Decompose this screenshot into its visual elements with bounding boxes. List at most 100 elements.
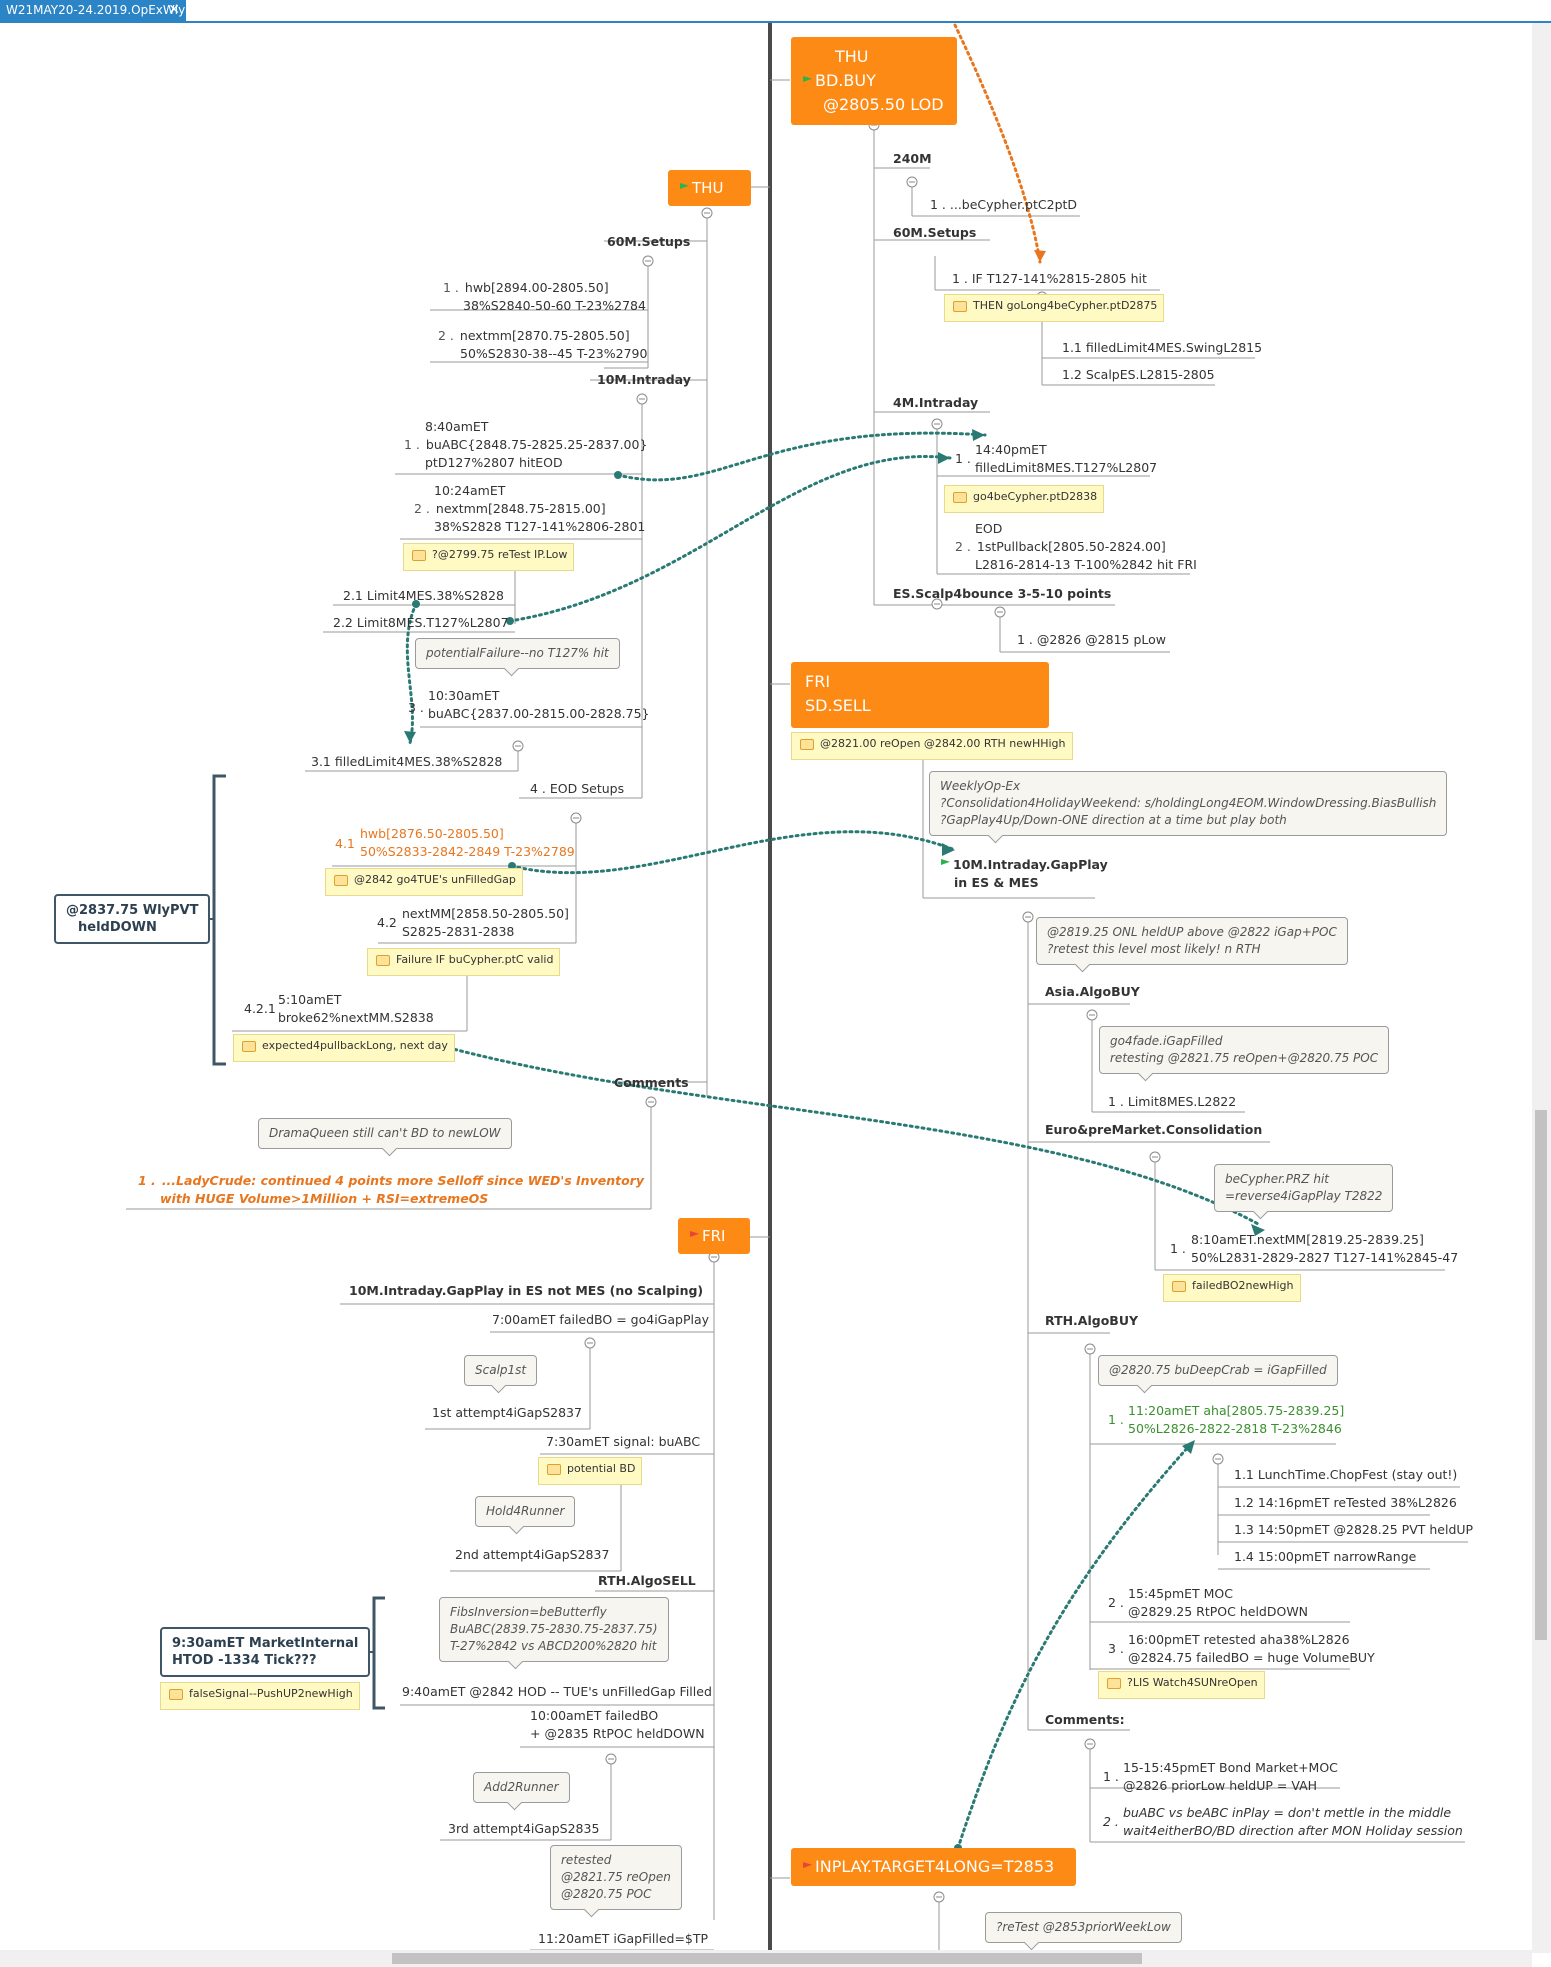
note-lis-watch[interactable]: ?LIS Watch4SUNreOpen bbox=[1098, 1671, 1265, 1699]
node-1-1-lunchtime[interactable]: 1.1 LunchTime.ChopFest (stay out!) bbox=[1234, 1467, 1458, 1482]
document-tab[interactable]: W21MAY20-24.2019.OpExWly ✕ bbox=[0, 0, 186, 21]
node-700am[interactable]: 7:00amET failedBO = go4iGapPlay bbox=[492, 1312, 710, 1327]
node-c2[interactable]: buABC vs beABC inPlay = don't mettle in … bbox=[1123, 1805, 1452, 1820]
node-b2-number: 2 . bbox=[1108, 1595, 1124, 1610]
callout-text: Scalp1st bbox=[475, 1363, 527, 1377]
node-4-2-1[interactable]: 5:10amET bbox=[278, 992, 342, 1007]
callout-dramaqueen[interactable]: DramaQueen still can't BD to newLOW bbox=[258, 1118, 512, 1157]
node-r1-number: 1 . bbox=[955, 451, 971, 466]
node-1000am[interactable]: 10:00amET failedBO bbox=[530, 1708, 659, 1723]
node-3-1[interactable]: 3.1 filledLimit4MES.38%S2828 bbox=[311, 754, 503, 769]
node-730am[interactable]: 7:30amET signal: buABC bbox=[546, 1434, 701, 1449]
node-2nd-attempt[interactable]: 2nd attempt4iGapS2837 bbox=[455, 1547, 610, 1562]
node-1120am-left[interactable]: 11:20amET iGapFilled=$TP bbox=[538, 1931, 709, 1946]
callout-retested[interactable]: retested@2821.75 reOpen@2820.75 POC bbox=[550, 1845, 682, 1918]
node-ladycrude[interactable]: 1 ....LadyCrude: continued 4 points more… bbox=[138, 1172, 644, 1189]
node-r1[interactable]: 14:40pmET bbox=[975, 442, 1047, 457]
vertical-scrollbar-thumb[interactable] bbox=[1535, 1110, 1547, 1640]
topic-fri-sdsell[interactable]: FRI SD.SELL bbox=[791, 662, 1049, 728]
callout-onl-heldup[interactable]: @2819.25 ONL heldUP above @2822 iGap+POC… bbox=[1036, 917, 1348, 973]
node-r2[interactable]: 2 .1stPullback[2805.50-2824.00] bbox=[955, 538, 1166, 555]
note-potential-bd[interactable]: potential BD bbox=[538, 1457, 643, 1485]
node-4m-intraday[interactable]: 4M.Intraday bbox=[893, 395, 979, 410]
node-hwb[interactable]: 1 .hwb[2894.00-2805.50] bbox=[443, 279, 609, 296]
node-i3-number: 3 . bbox=[408, 700, 424, 715]
topic-inplay-target[interactable]: INPLAY.TARGET4LONG=T2853 bbox=[791, 1848, 1076, 1886]
topic-label: THU bbox=[692, 179, 724, 197]
node-eod-setups[interactable]: 4 . EOD Setups bbox=[530, 781, 625, 796]
node-i1[interactable]: 1 .buABC{2848.75-2825.25-2837.00} bbox=[404, 436, 647, 453]
node-i2[interactable]: 2 .nextmm[2848.75-2815.00] bbox=[414, 500, 606, 517]
node-becypher-ptc2ptd[interactable]: 1 . ...beCypher.ptC2ptD bbox=[930, 197, 1078, 212]
callout-scalp1st[interactable]: Scalp1st bbox=[464, 1355, 538, 1394]
callout-potential-failure[interactable]: potentialFailure--no T127% hit bbox=[415, 638, 620, 677]
note-go4becypher[interactable]: go4beCypher.ptD2838 bbox=[944, 485, 1105, 513]
node-60m-setups[interactable]: 60M.Setups bbox=[607, 234, 691, 249]
node-nextmm[interactable]: 2 .nextmm[2870.75-2805.50] bbox=[438, 327, 630, 344]
note-then-golong[interactable]: THEN goLong4beCypher.ptD2875 bbox=[944, 294, 1165, 322]
node-ladycrude-line2: with HUGE Volume>1Million + RSI=extremeO… bbox=[160, 1191, 489, 1206]
note-failedbo2newhigh[interactable]: failedBO2newHigh bbox=[1163, 1274, 1301, 1302]
note-expected[interactable]: expected4pullbackLong, next day bbox=[233, 1034, 455, 1062]
note-retest[interactable]: ?@2799.75 reTest IP.Low bbox=[403, 543, 575, 571]
node-1st-attempt[interactable]: 1st attempt4iGapS2837 bbox=[432, 1405, 582, 1420]
node-1-2-retested[interactable]: 1.2 14:16pmET reTested 38%L2826 bbox=[1234, 1495, 1457, 1510]
node-3rd-attempt[interactable]: 3rd attempt4iGapS2835 bbox=[448, 1821, 600, 1836]
note-reopen-rth[interactable]: @2821.00 reOpen @2842.00 RTH newHHigh bbox=[791, 732, 1073, 760]
horizontal-scrollbar-thumb[interactable] bbox=[392, 1953, 1142, 1964]
node-2-2[interactable]: 2.2 Limit8MES.T127%L2807 bbox=[333, 615, 509, 630]
note-go4tue[interactable]: @2842 go4TUE's unFilledGap bbox=[325, 868, 523, 896]
node-b2[interactable]: 15:45pmET MOC bbox=[1128, 1586, 1233, 1601]
node-limit8mes-l2822[interactable]: 1 . Limit8MES.L2822 bbox=[1108, 1094, 1237, 1109]
topic-line: SD.SELL bbox=[805, 696, 871, 715]
note-falsesignal[interactable]: falseSignal--PushUP2newHigh bbox=[160, 1682, 360, 1710]
node-rth-algosell[interactable]: RTH.AlgoSELL bbox=[598, 1573, 696, 1588]
node-comments-right[interactable]: Comments: bbox=[1045, 1712, 1125, 1727]
node-if-t127[interactable]: 1 . IF T127-141%2815-2805 hit bbox=[952, 271, 1147, 286]
topic-thu-left[interactable]: THU bbox=[668, 170, 751, 206]
node-asia-algobuy[interactable]: Asia.AlgoBUY bbox=[1045, 984, 1140, 999]
node-comments-left[interactable]: Comments bbox=[614, 1075, 689, 1090]
node-1-2-right[interactable]: 1.2 ScalpES.L2815-2805 bbox=[1062, 367, 1215, 382]
note-text: expected4pullbackLong, next day bbox=[262, 1039, 448, 1052]
note-text: Failure IF buCypher.ptC valid bbox=[396, 953, 554, 966]
node-es-scalp[interactable]: ES.Scalp4bounce 3-5-10 points bbox=[893, 586, 1112, 601]
topic-fri-left[interactable]: FRI bbox=[678, 1218, 750, 1254]
node-10m-intraday[interactable]: 10M.Intraday bbox=[597, 372, 691, 387]
node-1-3-pvt[interactable]: 1.3 14:50pmET @2828.25 PVT heldUP bbox=[1234, 1522, 1474, 1537]
node-euro-premarket[interactable]: Euro&preMarket.Consolidation bbox=[1045, 1122, 1263, 1137]
callout-weeklyopex[interactable]: WeeklyOp-Ex?Consolidation4HolidayWeekend… bbox=[929, 771, 1448, 844]
callout-hold4runner[interactable]: Hold4Runner bbox=[475, 1496, 576, 1535]
topic-thu-bdbuy[interactable]: THU BD.BUY @2805.50 LOD bbox=[791, 37, 957, 125]
vertical-scrollbar[interactable] bbox=[1532, 23, 1551, 1953]
node-240m[interactable]: 240M bbox=[893, 151, 932, 166]
node-60m-setups-right[interactable]: 60M.Setups bbox=[893, 225, 977, 240]
callout-priorweeklow[interactable]: ?reTest @2853priorWeekLow bbox=[985, 1912, 1182, 1951]
node-gapplay-es[interactable]: 10M.Intraday.GapPlay in ES not MES (no S… bbox=[349, 1283, 704, 1298]
node-aha[interactable]: 11:20amET aha[2805.75-2839.25] bbox=[1128, 1403, 1345, 1418]
node-1-4-narrowrange[interactable]: 1.4 15:00pmET narrowRange bbox=[1234, 1549, 1417, 1564]
close-icon[interactable]: ✕ bbox=[168, 2, 180, 18]
note-failure[interactable]: Failure IF buCypher.ptC valid bbox=[367, 948, 561, 976]
callout-add2runner[interactable]: Add2Runner bbox=[473, 1772, 570, 1811]
node-4-1[interactable]: hwb[2876.50-2805.50] bbox=[360, 826, 504, 841]
node-rth-algobuy[interactable]: RTH.AlgoBUY bbox=[1045, 1313, 1139, 1328]
note-text: @2821.00 reOpen @2842.00 RTH newHHigh bbox=[820, 737, 1066, 750]
node-4-2[interactable]: nextMM[2858.50-2805.50] bbox=[402, 906, 569, 921]
node-e1[interactable]: 8:10amET.nextMM[2819.25-2839.25] bbox=[1191, 1232, 1424, 1247]
callout-budeepcrab[interactable]: @2820.75 buDeepCrab = iGapFilled bbox=[1098, 1355, 1338, 1394]
callout-becypher-prz[interactable]: beCypher.PRZ hit=reverse4iGapPlay T2822 bbox=[1214, 1164, 1394, 1220]
node-940am[interactable]: 9:40amET @2842 HOD -- TUE's unFilledGap … bbox=[402, 1684, 712, 1699]
node-2-1[interactable]: 2.1 Limit4MES.38%S2828 bbox=[343, 588, 504, 603]
node-10m-gapplay[interactable]: 10M.Intraday.GapPlay bbox=[941, 856, 1108, 873]
node-c1[interactable]: 15-15:45pmET Bond Market+MOC bbox=[1123, 1760, 1338, 1775]
node-scalp-1[interactable]: 1 . @2826 @2815 pLow bbox=[1017, 632, 1166, 647]
node-1-1-right[interactable]: 1.1 filledLimit4MES.SwingL2815 bbox=[1062, 340, 1263, 355]
callout-text: ?reTest @2853priorWeekLow bbox=[996, 1920, 1171, 1934]
node-i3[interactable]: buABC{2837.00-2815.00-2828.75} bbox=[428, 706, 650, 721]
node-b3[interactable]: 16:00pmET retested aha38%L2826 bbox=[1128, 1632, 1350, 1647]
